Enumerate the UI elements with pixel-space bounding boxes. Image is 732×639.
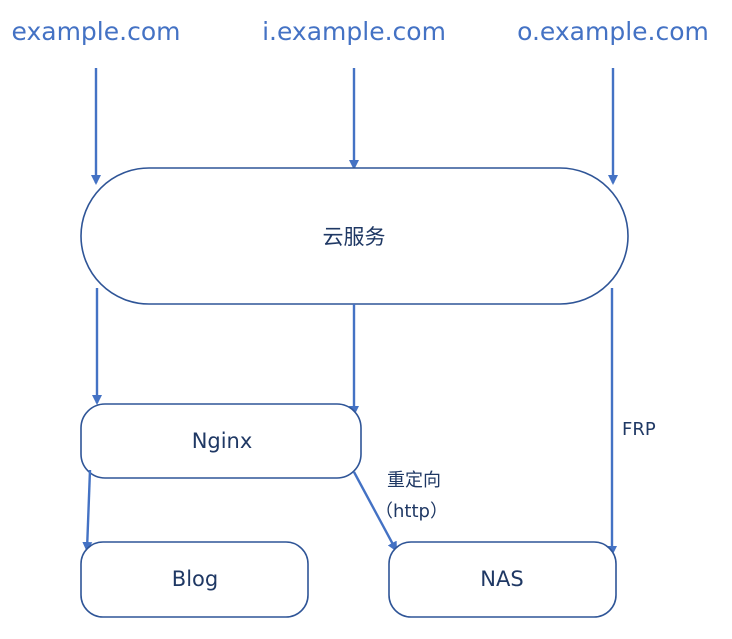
blog-node: Blog xyxy=(80,541,309,618)
nas-label: NAS xyxy=(480,567,523,591)
nas-node: NAS xyxy=(388,541,617,618)
cloud-service-node: 云服务 xyxy=(80,167,629,305)
nas-shape xyxy=(388,541,617,618)
redirect-protocol-label: （http） xyxy=(375,501,448,522)
nginx-node: Nginx xyxy=(80,403,362,479)
arrow-nginx-to-blog xyxy=(82,469,93,552)
blog-shape xyxy=(80,541,309,618)
arrow-nginx-to-nas-redirect xyxy=(352,471,398,552)
domain-label-example: example.com xyxy=(12,17,181,46)
cloud-service-label: 云服务 xyxy=(323,225,386,249)
domain-label-o-example: o.example.com xyxy=(517,17,709,46)
frp-label: FRP xyxy=(622,419,656,440)
nginx-shape xyxy=(80,403,362,479)
redirect-label: 重定向 xyxy=(387,470,441,491)
nginx-label: Nginx xyxy=(192,429,253,453)
domain-label-i-example: i.example.com xyxy=(262,17,446,46)
blog-label: Blog xyxy=(172,567,218,591)
